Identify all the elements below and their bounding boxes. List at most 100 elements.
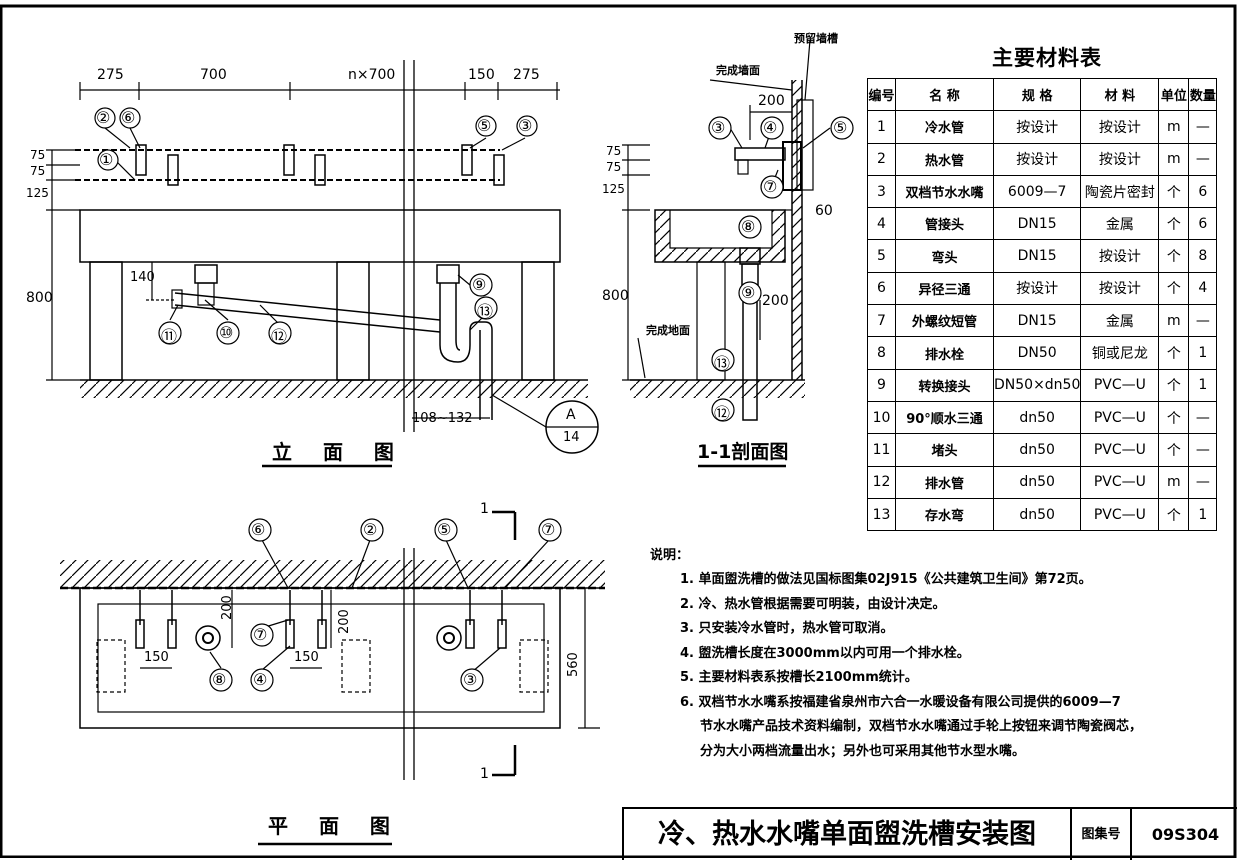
- plan-callout-3: ③: [463, 670, 478, 689]
- table-cell: 冷水管: [895, 110, 994, 144]
- header-no: 编号: [867, 77, 896, 112]
- section-dim-200-drain: 200: [762, 293, 789, 309]
- table-cell: 12: [867, 465, 896, 499]
- table-cell: m: [1158, 304, 1190, 338]
- table-cell: 热水管: [895, 142, 994, 176]
- note-item: 5. 主要材料表系按槽长2100mm统计。: [680, 670, 918, 685]
- dim-140: 140: [130, 270, 155, 285]
- note-item: 4. 盥洗槽长度在3000mm以内可用一个排水栓。: [680, 645, 970, 661]
- table-header-row: 编号 名 称 规 格 材 料 单位 数量: [867, 77, 1218, 112]
- table-cell: 双档节水水嘴: [895, 174, 994, 209]
- plan-dim-200-b: 200: [337, 609, 352, 634]
- note-continuation: 节水水嘴产品技术资料编制，双档节水水嘴通过手轮上按钮来调节陶瓷阀芯，: [700, 719, 1143, 734]
- section-callout-4: ④: [763, 118, 778, 137]
- table-cell: 5: [867, 239, 896, 273]
- table-cell: 按设计: [1080, 142, 1160, 176]
- table-cell: 存水弯: [895, 497, 994, 532]
- elevation-callouts: [94, 107, 538, 345]
- header-unit: 单位: [1158, 77, 1190, 112]
- table-cell: PVC—U: [1080, 433, 1160, 467]
- section-view: [622, 39, 831, 421]
- table-cell: —: [1188, 110, 1218, 144]
- callout-6: ⑥: [121, 108, 136, 127]
- table-cell: 7: [867, 304, 896, 338]
- dim-700: 700: [200, 67, 227, 83]
- table-cell: 按设计: [1080, 271, 1160, 306]
- table-cell: 按设计: [992, 110, 1082, 144]
- dim-75-b: 75: [30, 164, 46, 178]
- plan-title: 平 面 图: [268, 814, 402, 838]
- table-cell: 按设计: [992, 271, 1082, 306]
- note-item: 3. 只安装冷水管时，热水管可取消。: [680, 621, 894, 636]
- table-cell: 个: [1158, 336, 1190, 370]
- plan-callout-4: ④: [253, 670, 268, 689]
- label-wall: 完成墙面: [716, 64, 760, 77]
- table-cell: 个: [1158, 174, 1190, 209]
- table-cell: —: [1188, 304, 1218, 338]
- table-cell: dn50: [992, 465, 1082, 499]
- note-item: 2. 冷、热水管根据需要可明装，由设计决定。: [680, 596, 946, 612]
- table-cell: 个: [1158, 433, 1190, 467]
- section-callout-5: ⑤: [833, 118, 848, 137]
- section-callouts: [708, 116, 854, 422]
- callout-2: ②: [96, 108, 111, 127]
- plan-dim-200-a: 200: [220, 595, 235, 620]
- table-cell: dn50: [992, 400, 1082, 435]
- plan-callout-2: ②: [363, 520, 378, 539]
- atlas-label: 图集号: [1072, 809, 1132, 860]
- table-cell: 排水栓: [895, 336, 994, 370]
- table-cell: 铜或尼龙: [1080, 336, 1160, 370]
- notes: 说明： 1. 单面盥洗槽的做法见国标图集02J915《公共建筑卫生间》第72页。…: [650, 544, 1142, 764]
- plan-dim-560: 560: [566, 652, 581, 677]
- callout-9: ⑨: [472, 275, 487, 294]
- table-cell: 个: [1158, 271, 1190, 306]
- table-cell: 11: [867, 433, 896, 467]
- table-cell: 4: [1188, 271, 1218, 306]
- elevation-view: [46, 60, 599, 454]
- table-cell: —: [1188, 433, 1218, 467]
- table-cell: DN50: [992, 336, 1082, 370]
- plan-dim-150-a: 150: [144, 650, 169, 665]
- table-cell: 1: [1188, 368, 1218, 402]
- header-spec: 规 格: [992, 77, 1082, 112]
- table-cell: 堵头: [895, 433, 994, 467]
- header-name: 名 称: [895, 77, 994, 112]
- section-dim-75-b: 75: [606, 160, 622, 174]
- table-cell: 管接头: [895, 207, 994, 241]
- table-cell: m: [1158, 142, 1190, 176]
- table-cell: m: [1158, 465, 1190, 499]
- detail-ref-id: A: [566, 407, 576, 423]
- callout-3: ③: [518, 116, 533, 135]
- callout-12: ⑫: [271, 327, 288, 346]
- table-cell: 陶瓷片密封: [1080, 174, 1160, 209]
- header-qty: 数量: [1188, 77, 1218, 112]
- table-cell: —: [1188, 400, 1218, 435]
- table-cell: DN15: [992, 304, 1082, 338]
- detail-ref-sheet: 14: [563, 430, 580, 445]
- plan-dim-150-b: 150: [294, 650, 319, 665]
- table-cell: 外螺纹短管: [895, 304, 994, 338]
- table-cell: m: [1158, 110, 1190, 144]
- table-cell: —: [1188, 465, 1218, 499]
- label-floor: 完成地面: [646, 324, 690, 337]
- section-title: 1-1剖面图: [697, 441, 789, 463]
- note-continuation: 分为大小两档流量出水；另外也可采用其他节水型水嘴。: [700, 743, 1026, 759]
- table-cell: 8: [1188, 239, 1218, 273]
- section-callout-3: ③: [711, 118, 726, 137]
- table-cell: 13: [867, 497, 896, 532]
- dim-275-right: 275: [513, 67, 540, 83]
- table-cell: PVC—U: [1080, 368, 1160, 402]
- table-cell: 金属: [1080, 207, 1160, 241]
- note-item: 1. 单面盥洗槽的做法见国标图集02J915《公共建筑卫生间》第72页。: [680, 572, 1092, 587]
- section-dim-60: 60: [815, 203, 833, 219]
- atlas-number: 09S304: [1151, 825, 1220, 844]
- table-cell: 弯头: [895, 239, 994, 273]
- header-material: 材 料: [1080, 77, 1160, 112]
